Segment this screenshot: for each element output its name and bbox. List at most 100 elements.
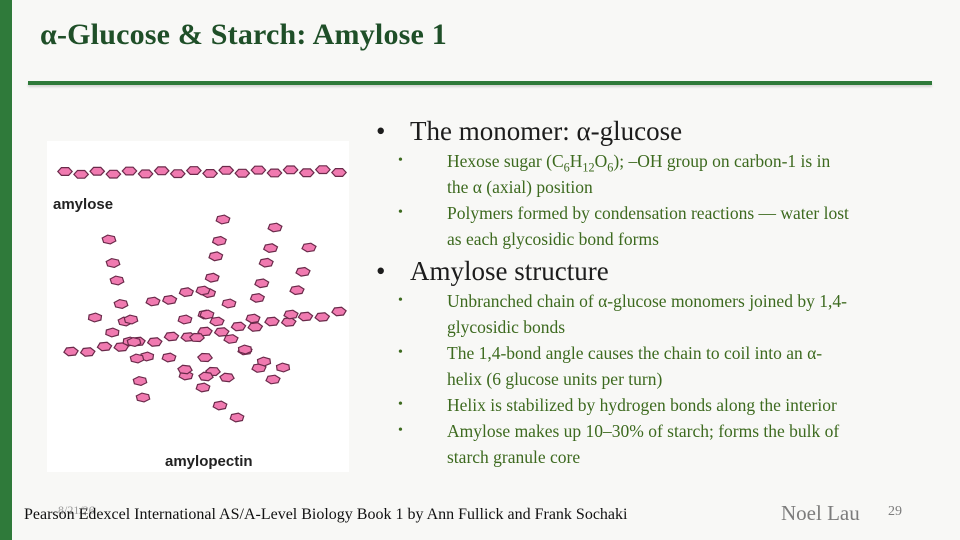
- glucose-monomer: [161, 294, 178, 305]
- glucose-monomer: [266, 168, 283, 178]
- footer-date: 8/21/26: [58, 503, 95, 517]
- glucose-monomer: [63, 346, 79, 357]
- glucose-monomer: [314, 165, 331, 175]
- glucose-monomer: [247, 322, 264, 332]
- glucose-monomer: [73, 169, 90, 179]
- section-heading-amylose: • Amylose structure: [376, 256, 609, 286]
- glucose-monomer: [215, 214, 231, 225]
- glucose-monomer: [132, 375, 148, 387]
- glucose-monomer: [105, 169, 122, 179]
- glucose-monomer: [218, 165, 235, 175]
- glucose-monomer: [256, 356, 272, 367]
- glucose-monomer: [96, 341, 113, 352]
- glucose-monomer: [283, 309, 299, 320]
- amylopectin-label: amylopectin: [165, 453, 253, 470]
- glucose-monomer: [330, 168, 348, 178]
- glucose-monomer: [249, 292, 266, 303]
- glucose-monomer: [109, 275, 125, 286]
- bullet-helix: • The 1,4-bond angle causes the chain to…: [372, 340, 932, 392]
- glucose-monomer: [262, 243, 279, 254]
- glucose-monomer: [126, 336, 142, 348]
- glucose-monomer: [282, 165, 299, 175]
- bullet-hydrogen-bonds: • Helix is stabilized by hydrogen bonds …: [372, 392, 932, 418]
- glucose-monomer: [297, 311, 314, 322]
- glucose-monomer: [146, 337, 163, 347]
- slide-title: α-Glucose & Starch: Amylose 1: [40, 18, 447, 51]
- footer-source: Pearson Edexcel International AS/A-Level…: [24, 506, 628, 523]
- glucose-monomer: [137, 169, 154, 179]
- glucose-monomer: [258, 257, 274, 268]
- glucose-monomer: [211, 235, 227, 246]
- glucose-monomer: [254, 278, 270, 289]
- bullet-unbranched: • Unbranched chain of α-glucose monomers…: [372, 288, 932, 340]
- glucose-monomer: [250, 165, 267, 175]
- glucose-monomer: [221, 298, 237, 309]
- bullet-glyph: •: [398, 397, 403, 412]
- glucose-monomer: [195, 285, 211, 296]
- glucose-monomer: [298, 168, 315, 178]
- bullet-glyph: •: [376, 256, 386, 286]
- amylose-label: amylose: [53, 196, 114, 213]
- glucose-monomer: [199, 309, 215, 320]
- glucose-monomer: [188, 332, 206, 343]
- glucose-monomer: [212, 400, 228, 411]
- glucose-monomer: [213, 327, 230, 337]
- glucose-monomer: [223, 334, 239, 344]
- glucose-monomer: [204, 272, 220, 283]
- title-divider: [28, 81, 932, 85]
- glucose-monomer: [113, 298, 129, 310]
- glucose-monomer: [163, 331, 180, 342]
- glucose-monomer: [177, 314, 193, 325]
- footer-author: Noel Lau: [781, 501, 860, 525]
- bullet-glyph: •: [398, 205, 403, 220]
- glucose-monomer: [234, 168, 251, 178]
- glucose-monomer: [202, 169, 219, 178]
- glucose-monomer: [135, 392, 151, 403]
- glucose-monomer: [185, 166, 202, 176]
- glucose-monomer: [198, 371, 214, 382]
- glucose-monomer: [105, 327, 120, 338]
- glucose-monomer: [267, 222, 283, 233]
- glucose-monomer: [301, 242, 317, 253]
- glucose-monomer: [195, 382, 211, 393]
- glucose-monomer: [123, 314, 139, 325]
- glucose-monomer: [275, 362, 291, 373]
- bullet-glyph: •: [398, 423, 403, 438]
- bullet-glyph: •: [398, 293, 403, 308]
- starch-diagram: [56, 165, 348, 423]
- glucose-monomer: [87, 312, 103, 323]
- page-number: 29: [888, 504, 902, 519]
- glucose-monomer: [208, 251, 224, 262]
- glucose-monomer: [121, 166, 138, 176]
- glucose-monomer: [169, 169, 186, 179]
- glucose-monomer: [295, 266, 311, 277]
- glucose-monomer: [153, 166, 170, 176]
- section-heading-monomer: • The monomer: α-glucose: [376, 116, 683, 146]
- bullet-glyph: •: [398, 345, 403, 360]
- bullet-content: • The monomer: α-glucose • Hexose sugar …: [372, 112, 932, 470]
- glucose-monomer: [219, 372, 235, 383]
- glucose-monomer: [105, 257, 121, 269]
- glucose-monomer: [314, 312, 331, 322]
- glucose-monomer: [145, 296, 161, 307]
- glucose-monomer: [237, 344, 253, 355]
- glucose-monomer: [178, 287, 195, 298]
- glucose-monomer: [196, 352, 214, 363]
- glucose-monomer: [331, 306, 347, 317]
- glucose-monomer: [79, 347, 96, 357]
- glucose-monomer: [209, 316, 225, 327]
- bullet-hexose: • Hexose sugar (C6H12O6); –OH group on c…: [372, 148, 932, 200]
- bullet-glyph: •: [376, 116, 386, 146]
- glucose-monomer: [265, 374, 281, 385]
- glucose-monomer: [129, 353, 145, 364]
- starch-figure: amylose amylopectin: [47, 141, 349, 472]
- glucose-monomer: [56, 167, 74, 177]
- glucose-monomer: [89, 166, 106, 176]
- glucose-monomer: [289, 285, 305, 296]
- accent-bar: [0, 0, 12, 540]
- glucose-monomer: [177, 364, 193, 375]
- bullet-condensation: • Polymers formed by condensation reacti…: [372, 200, 932, 252]
- glucose-monomer: [245, 313, 261, 324]
- glucose-monomer: [101, 234, 117, 245]
